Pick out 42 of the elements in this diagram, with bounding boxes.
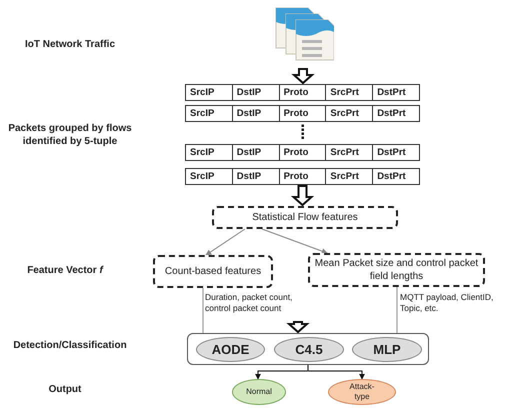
classifier-ellipse: AODE	[196, 337, 265, 362]
table-cell: DstIP	[232, 145, 280, 160]
stage-label: Output	[48, 383, 82, 396]
table-cell: SrcIP	[186, 169, 233, 184]
table-cell-text: DstPrt	[376, 107, 407, 121]
block-arrow	[286, 321, 310, 334]
table-cell: DstIP	[232, 106, 280, 121]
table-cell: SrcPrt	[326, 106, 374, 121]
stage-label: Packets grouped by flows identified by 5-tuple	[7, 122, 133, 148]
process-box: Count-based features	[153, 255, 273, 288]
classifier-ellipse: MLP	[352, 337, 422, 362]
stage-label: Detection/Classification	[12, 339, 128, 352]
annotation-text: MQTT payload, ClientID, Topic, etc.	[400, 292, 494, 314]
arrow	[205, 228, 246, 256]
stage-label: Feature Vector f	[26, 264, 105, 277]
table-cell: SrcIP	[186, 145, 233, 160]
arrow	[262, 228, 328, 254]
table-cell: Proto	[280, 169, 326, 184]
table-cell: Proto	[280, 145, 326, 160]
arrow	[308, 364, 365, 380]
stage-label: IoT Network Traffic	[24, 38, 116, 51]
annotation-text: Duration, packet count, control packet count	[205, 292, 294, 314]
table-cell-text: DstPrt	[376, 170, 407, 184]
table-cell: Proto	[280, 106, 326, 121]
classifier-ellipse: C4.5	[274, 337, 344, 362]
table-cell-text: DstPrt	[376, 146, 407, 160]
table-cell: Proto	[280, 85, 326, 100]
block-arrow	[291, 68, 315, 84]
output-ellipse: Normal	[232, 379, 286, 405]
classifier-container	[187, 333, 429, 365]
table-cell: SrcPrt	[326, 85, 374, 100]
table-cell: SrcIP	[186, 106, 233, 121]
table-cell: DstIP	[232, 169, 280, 184]
block-arrow	[290, 185, 314, 206]
process-box: Statistical Flow features	[212, 206, 398, 229]
table-cell: SrcPrt	[326, 145, 374, 160]
table-cell-text: DstPrt	[376, 86, 407, 100]
table-cell: SrcIP	[186, 85, 233, 100]
process-box: Mean Packet size and control packet field lengths	[308, 253, 485, 287]
table-cell: SrcPrt	[326, 169, 374, 184]
output-ellipse: Attack-type	[328, 379, 396, 405]
table-cell: DstIP	[232, 85, 280, 100]
